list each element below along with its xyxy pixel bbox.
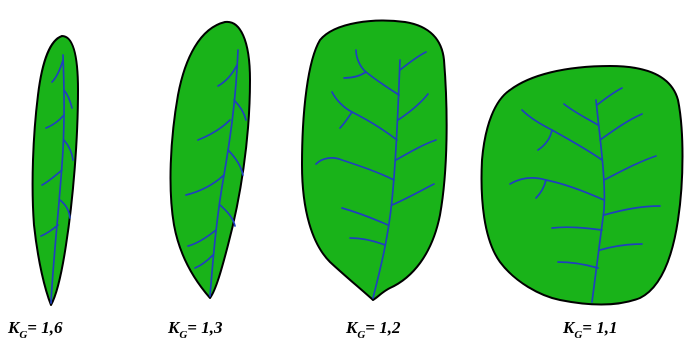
leaf-3-vein (315, 157, 395, 181)
leaf-4-vein (537, 129, 553, 151)
leaf-4-vein (557, 261, 599, 269)
leaf-3-vein (341, 207, 389, 226)
leaf-2-vein (219, 204, 236, 227)
leaf-1-vein (59, 199, 71, 219)
leaf-2-vein (217, 64, 238, 87)
label-subscript: G (19, 329, 28, 341)
leaf-3-vein (343, 71, 367, 79)
label-value: = 1,3 (187, 318, 223, 337)
leaf-1-blade (31, 35, 79, 306)
leaf-4-vein (599, 243, 643, 251)
leaf-3-vein (391, 183, 435, 206)
leaf-1-vein (63, 139, 74, 161)
label-main: K (563, 318, 575, 337)
label-main: K (168, 318, 180, 337)
leaf-4-vein (535, 179, 547, 199)
label-subscript: G (179, 329, 188, 341)
leaf-1-vein (51, 59, 64, 83)
leaf-3-vein (395, 139, 437, 161)
leaf-3-vein (349, 237, 386, 246)
leaf-4-vein (599, 113, 643, 141)
leaf-2-blade (169, 20, 251, 299)
label-subscript: G (357, 329, 366, 341)
leaf-4-vein (551, 226, 603, 231)
leaf-2-vein (187, 229, 217, 247)
leaf-2-vein (233, 99, 247, 121)
leaf-4-vein (603, 155, 657, 181)
leaf-1-vein (41, 169, 63, 186)
leaf-1-vein (63, 89, 73, 109)
label-value: = 1,2 (365, 318, 401, 337)
leaf-4-vein-midrib (591, 99, 606, 303)
label-value: = 1,1 (582, 318, 618, 337)
leaf-4-vein (603, 205, 661, 216)
label-value: = 1,6 (27, 318, 63, 337)
leaf-1-vein-midrib (50, 54, 66, 304)
leaf-4-shape-coefficient-label: KG= 1,1 (563, 318, 618, 341)
leaf-4-vein (563, 103, 599, 126)
leaf-3-vein (399, 51, 427, 71)
leaf-3-shape-coefficient-label: KG= 1,2 (346, 318, 401, 341)
label-main: K (8, 318, 20, 337)
leaf-1-vein (45, 114, 65, 129)
leaf-4 (480, 65, 684, 306)
leaf-4-vein (596, 87, 623, 106)
leaf-3-vein (339, 111, 353, 129)
label-main: K (346, 318, 358, 337)
leaf-3 (301, 19, 448, 301)
leaf-2 (169, 20, 251, 299)
leaf-1-vein (40, 224, 59, 237)
leaf-3-blade (301, 19, 448, 301)
leaf-3-vein-midrib (372, 59, 401, 299)
leaf-2-vein (185, 174, 225, 196)
leaf-2-vein (194, 254, 214, 269)
leaf-2-vein (227, 149, 244, 176)
label-subscript: G (574, 329, 583, 341)
leaf-2-shape-coefficient-label: KG= 1,3 (168, 318, 223, 341)
leaf-4-blade (480, 65, 684, 306)
leaf-3-vein (397, 93, 429, 121)
leaf-1 (31, 35, 79, 306)
leaf-2-vein (197, 119, 231, 141)
leaf-1-shape-coefficient-label: KG= 1,6 (8, 318, 63, 341)
